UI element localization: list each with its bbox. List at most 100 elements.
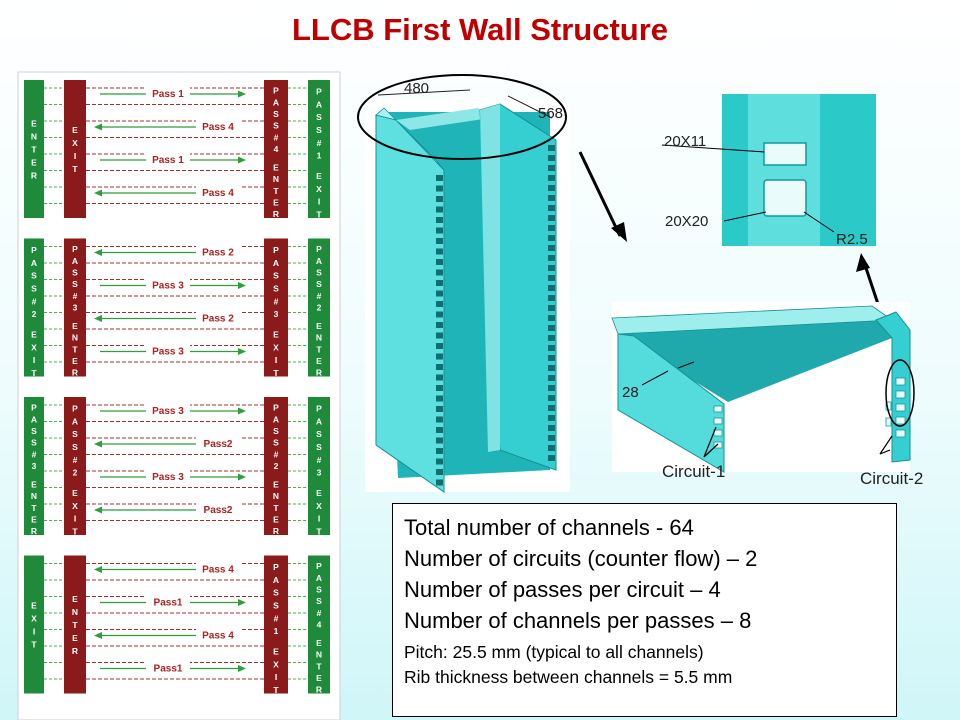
top-highlight-ellipse xyxy=(357,74,567,160)
channel-hole xyxy=(436,301,443,307)
flow-bar-letter: T xyxy=(273,368,279,378)
pass-label-bg xyxy=(146,404,190,415)
flow-bar xyxy=(264,80,288,218)
pass-arrow-head xyxy=(238,599,246,606)
u-inner-back-face xyxy=(396,108,490,130)
flow-bar-letter: S xyxy=(31,438,37,448)
channel-hole xyxy=(548,305,555,311)
dim-thickness-label: 28 xyxy=(622,384,639,401)
c2-hole xyxy=(895,403,906,412)
channel-hole xyxy=(436,374,443,381)
depth-dim-arrow xyxy=(507,95,553,119)
flow-bar xyxy=(24,80,44,218)
channel-hole xyxy=(548,395,555,401)
flow-bar-letter: I xyxy=(318,197,320,207)
channel-hole xyxy=(436,469,443,475)
channel-hole xyxy=(548,345,555,351)
flow-bar-letter: A xyxy=(72,256,78,266)
flow-bar-letter: E xyxy=(316,321,322,331)
leader-28 xyxy=(641,370,669,386)
flow-bar-letter: E xyxy=(31,480,37,490)
pass-arrow-head xyxy=(238,473,246,481)
flow-bar-letter: S xyxy=(316,596,322,606)
u-right-wall-inner xyxy=(480,104,500,452)
pass-label-bg xyxy=(196,311,240,323)
flow-bar-letter: S xyxy=(316,585,322,595)
flow-bar xyxy=(64,555,86,694)
flow-bar-letter: E xyxy=(316,673,322,683)
flow-bar-letter: # xyxy=(274,296,279,306)
flow-bar-letter: S xyxy=(316,125,322,135)
flow-bar-letter: E xyxy=(31,330,37,340)
flow-bar-letter: P xyxy=(316,561,322,571)
flow-bar-letter: A xyxy=(273,575,279,585)
pass-label-bg xyxy=(196,186,240,197)
pass-arrow-head xyxy=(94,315,102,322)
flow-bar-letter: S xyxy=(273,588,279,598)
right-wall-channel-holes xyxy=(548,145,555,461)
pass-label: Pass 4 xyxy=(202,188,234,199)
channel-hole xyxy=(548,265,555,271)
pass-arrow-head xyxy=(94,506,102,514)
channel-hole xyxy=(436,353,443,360)
channel-hole xyxy=(548,155,555,161)
flow-bar-letter: P xyxy=(273,86,279,96)
flow-bar xyxy=(308,397,330,535)
pass-label: Pass 3 xyxy=(152,406,184,417)
flow-bar-letter: 4 xyxy=(317,619,322,629)
flow-bar-letter: T xyxy=(31,368,37,378)
channel-hole xyxy=(548,275,555,281)
flow-bar-letter: T xyxy=(273,186,279,196)
pass-arrow-head xyxy=(238,90,246,98)
flow-bar-letter: P xyxy=(31,245,37,255)
flow-bar-letter: T xyxy=(316,526,322,536)
flow-bar-letter: P xyxy=(316,404,322,414)
leader-circuit1-a xyxy=(703,426,717,458)
channel-hole xyxy=(436,238,443,244)
channel-hole xyxy=(548,255,555,261)
flow-bar-letter: T xyxy=(72,620,78,630)
flow-bar-letter: T xyxy=(72,164,78,174)
pass-label: Pass 4 xyxy=(202,122,234,133)
flow-bar-letter: S xyxy=(316,112,322,122)
c2-hole xyxy=(895,377,906,386)
flow-bar-letter: X xyxy=(316,501,322,511)
flow-bar-letter: P xyxy=(316,244,322,254)
channel-section-detail xyxy=(661,94,894,347)
dim-width-label: 480 xyxy=(404,80,430,97)
c1-hole xyxy=(713,429,723,437)
flow-bar-letter: S xyxy=(31,271,37,281)
zoom-arrow-down-head xyxy=(611,222,627,242)
flow-bar-letter: 2 xyxy=(317,302,322,312)
channel-hole xyxy=(548,195,555,201)
c1-hole xyxy=(713,417,723,425)
flow-bar-letter: # xyxy=(73,455,78,465)
flow-bar-letter: E xyxy=(316,356,322,366)
pass-label: Pass2 xyxy=(204,439,233,450)
flow-bar-letter: S xyxy=(316,429,322,439)
channel-hole xyxy=(548,455,555,461)
pass-arrow-head xyxy=(94,440,102,448)
pass-arrow-head xyxy=(238,348,246,355)
zoom-arrow-down xyxy=(578,151,622,237)
pass-label-bg xyxy=(146,87,190,98)
channel-hole xyxy=(436,206,443,213)
pass-label-bg xyxy=(196,628,240,640)
flow-bar-letter: A xyxy=(316,573,322,583)
flow-bar-letter: # xyxy=(317,138,322,148)
flow-bar xyxy=(308,80,330,218)
flow-bar-letter: E xyxy=(72,488,78,498)
channel-hole xyxy=(548,365,555,371)
lower-back-panel xyxy=(618,320,892,402)
flow-bar-letter: X xyxy=(31,342,37,352)
flow-bar-letter: E xyxy=(72,356,78,366)
flow-bar-letter: S xyxy=(316,268,322,278)
flow-bar-letter: E xyxy=(273,647,279,657)
pass-arrow-head xyxy=(94,632,102,639)
pass-label-bg xyxy=(146,278,190,290)
flow-bar-letter: R xyxy=(273,209,279,219)
flow-bar-letter: E xyxy=(273,197,279,207)
pass-arrow-head xyxy=(238,282,246,289)
channel-hole xyxy=(548,185,555,191)
flow-bar-letter: P xyxy=(273,562,279,572)
